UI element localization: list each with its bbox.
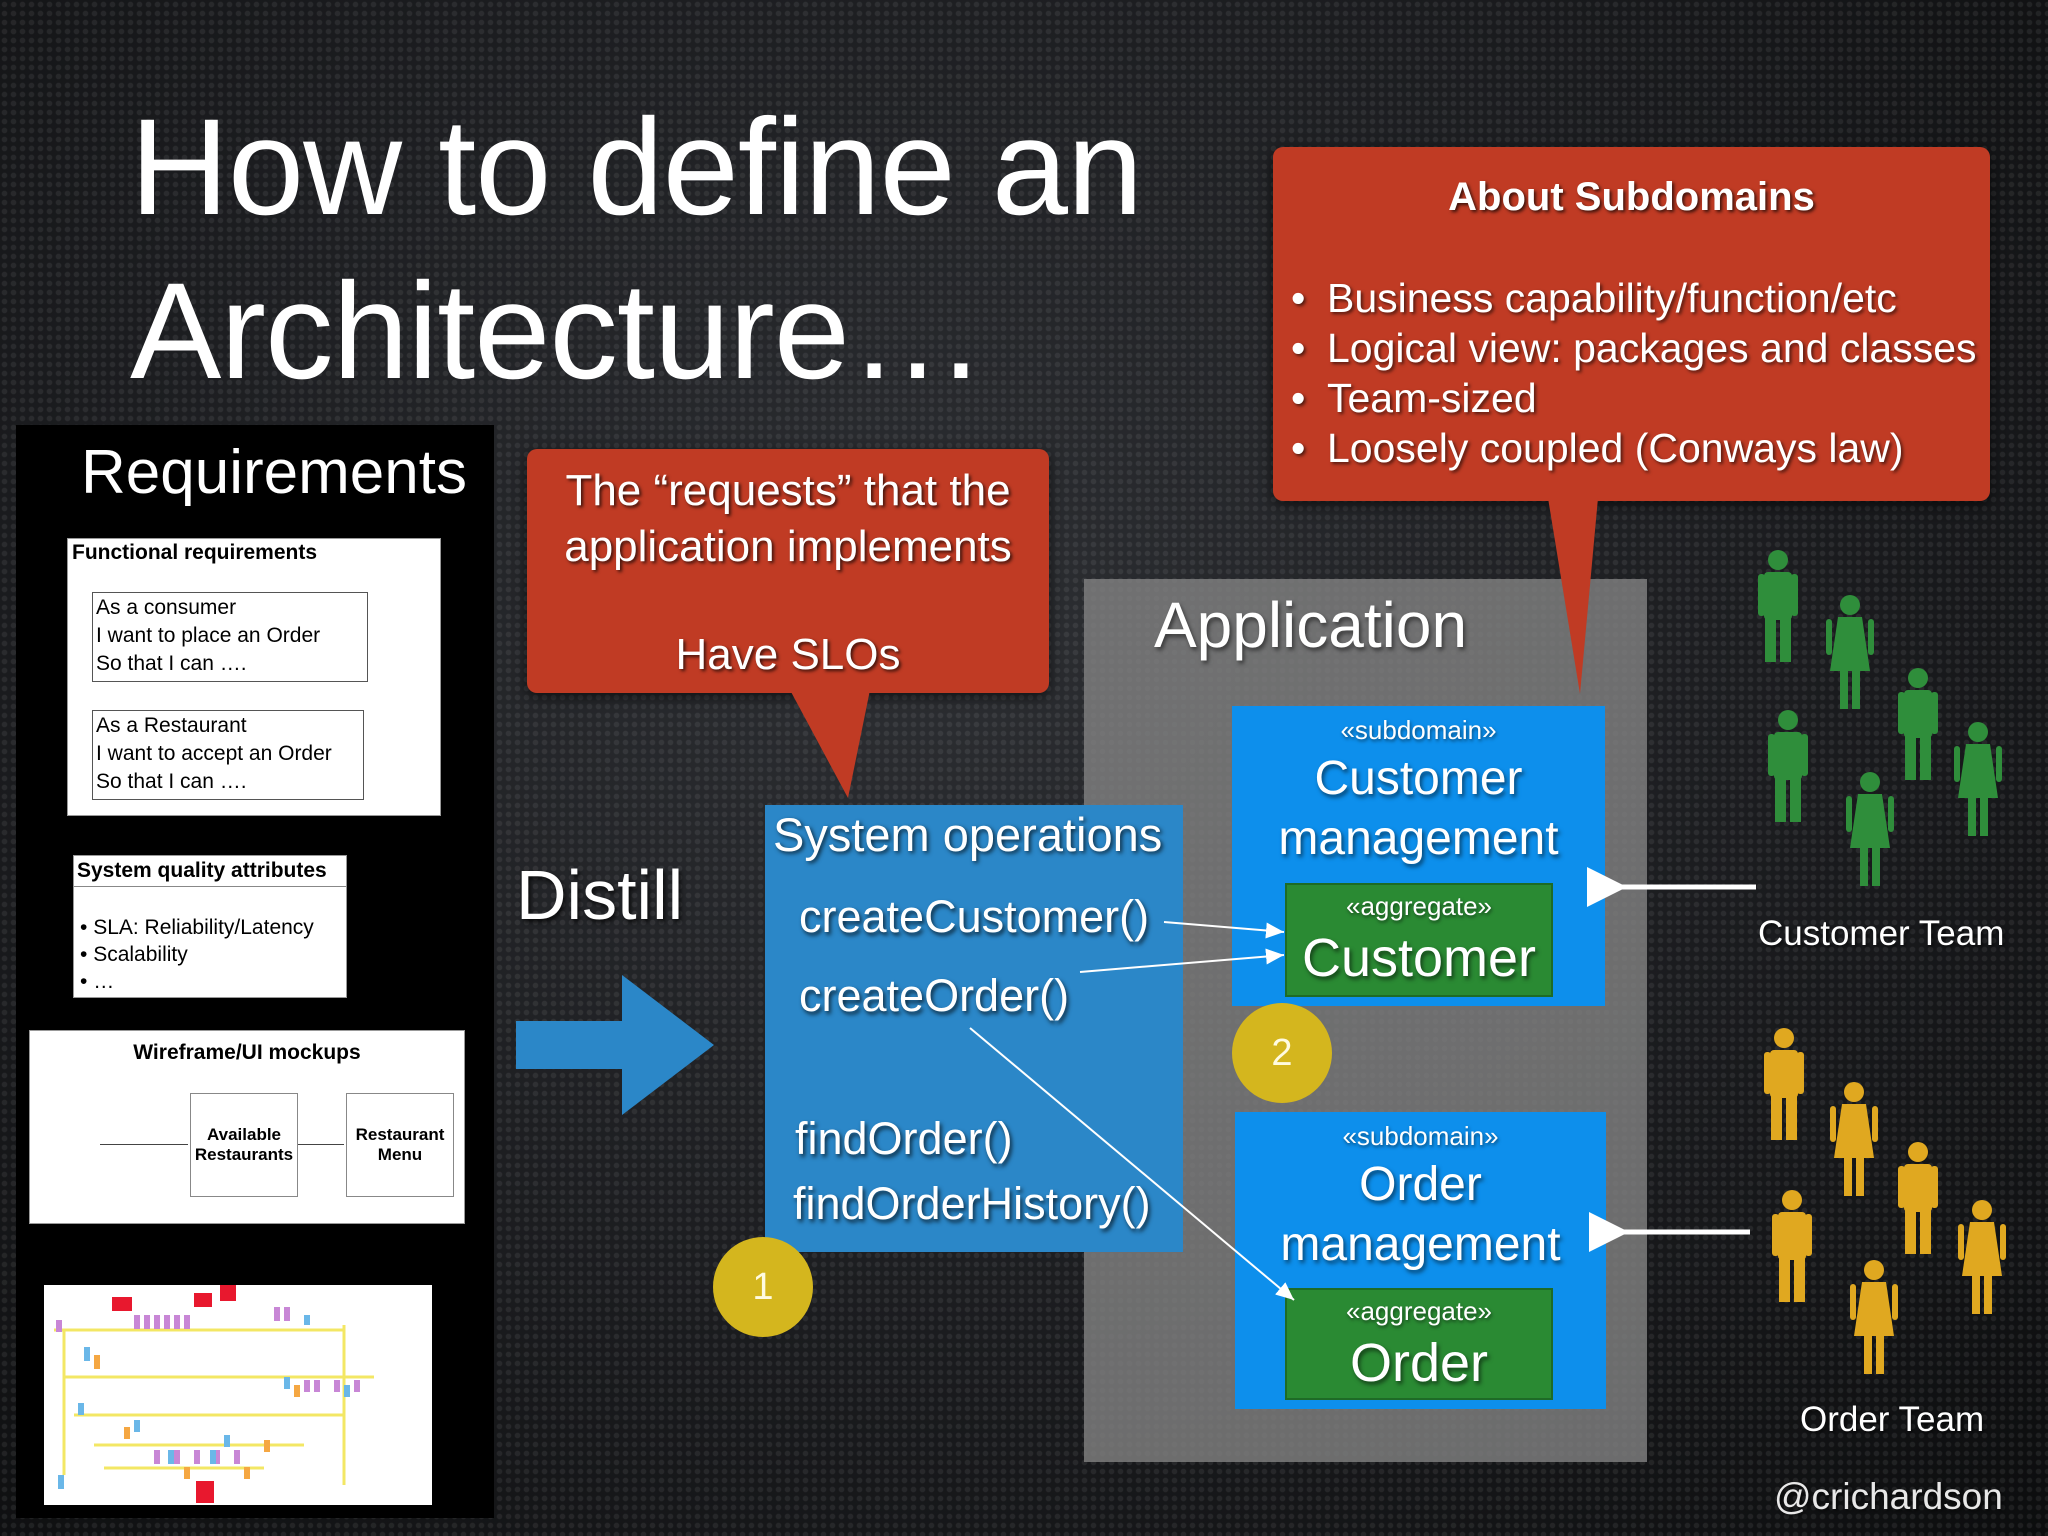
subdomains-callout: About Subdomains Business capability/fun… — [1273, 147, 1990, 501]
system-operations-title: System operations — [773, 808, 1163, 861]
wireframe-screen-restaurant-menu: Restaurant Menu — [346, 1093, 454, 1197]
aggregate-name: Order — [1349, 1333, 1489, 1393]
order-team-people-icon — [1764, 1028, 2006, 1374]
subdomain-stereotype: «subdomain» — [1340, 715, 1497, 745]
screen-label: Available — [206, 1125, 282, 1144]
story-line: I want to accept an Order — [96, 742, 332, 765]
slo-text: Have SLOs — [675, 630, 901, 679]
functional-requirements-heading: Functional requirements — [72, 541, 318, 564]
trace-diagram-image — [44, 1285, 432, 1505]
slide-title-line1: How to define an — [130, 91, 1143, 244]
aggregate-stereotype: «aggregate» — [1345, 891, 1493, 921]
requests-callout-tail — [790, 690, 870, 798]
subdomain-name-line: management — [1280, 1218, 1561, 1271]
subdomain-name: Customer management — [1232, 749, 1605, 869]
callout-line: application implements — [564, 522, 1012, 571]
author-handle: @crichardson — [1774, 1476, 2003, 1517]
step-badge-2: 2 — [1232, 1003, 1332, 1103]
subdomain-fact: Team-sized — [1287, 373, 1977, 423]
screen-label: Restaurants — [194, 1145, 294, 1164]
functional-requirements-box: Functional requirements As a consumer I … — [67, 538, 441, 816]
story-line: As a consumer — [96, 596, 237, 619]
wireframe-arrow — [298, 1144, 344, 1145]
order-team-label: Order Team — [1800, 1400, 1985, 1439]
trace-diagram-graphic — [54, 1285, 374, 1503]
quality-item: • … — [80, 970, 115, 993]
customer-team-label: Customer Team — [1758, 914, 2005, 953]
story-line: As a Restaurant — [96, 714, 247, 737]
screen-label: Menu — [377, 1145, 423, 1164]
story-line: So that I can …. — [96, 652, 247, 675]
subdomain-name-line: management — [1278, 812, 1559, 865]
quality-item: • SLA: Reliability/Latency — [80, 916, 314, 939]
quality-attributes-heading: System quality attributes — [74, 856, 346, 887]
operation-create-order: createOrder() — [799, 970, 1070, 1021]
requests-callout: The “requests” that the application impl… — [527, 449, 1049, 693]
subdomain-fact: Business capability/function/etc — [1287, 273, 1977, 323]
step-badge-1: 1 — [713, 1237, 813, 1337]
subdomains-callout-tail — [1548, 498, 1598, 694]
aggregate-name: Customer — [1301, 928, 1537, 988]
customer-subdomain: «subdomain» Customer management «aggrega… — [1232, 706, 1605, 1006]
wireframe-arrow — [100, 1144, 188, 1145]
wireframe-heading: Wireframe/UI mockups — [133, 1041, 361, 1064]
aggregate-stereotype: «aggregate» — [1345, 1296, 1493, 1326]
subdomain-fact: Loosely coupled (Conways law) — [1287, 423, 1977, 473]
subdomain-fact: Logical view: packages and classes — [1287, 323, 1977, 373]
wireframe-screen-available-restaurants: Available Restaurants — [190, 1093, 298, 1197]
subdomain-name-line: Order — [1359, 1158, 1482, 1211]
slide-title: How to define an Architecture… — [130, 86, 1270, 414]
operation-create-customer: createCustomer() — [799, 891, 1150, 942]
operation-find-order-history: findOrderHistory() — [793, 1178, 1151, 1229]
subdomains-callout-list: Business capability/function/etc Logical… — [1287, 273, 1977, 473]
callout-line: The “requests” that the — [565, 466, 1011, 515]
quality-attributes-box: System quality attributes • SLA: Reliabi… — [73, 855, 347, 998]
subdomains-callout-title: About Subdomains — [1448, 175, 1815, 219]
user-story-restaurant: As a Restaurant I want to accept an Orde… — [92, 710, 364, 800]
order-aggregate: «aggregate» Order — [1285, 1288, 1553, 1400]
subdomain-name: Order management — [1235, 1155, 1606, 1275]
distill-label: Distill — [516, 856, 684, 934]
order-subdomain: «subdomain» Order management «aggregate»… — [1235, 1112, 1606, 1409]
wireframe-box: Wireframe/UI mockups Available Restauran… — [29, 1030, 465, 1224]
screen-label: Restaurant — [355, 1125, 445, 1144]
requests-callout-text: The “requests” that the application impl… — [527, 463, 1049, 575]
subdomain-stereotype: «subdomain» — [1342, 1121, 1499, 1151]
subdomain-name-line: Customer — [1314, 752, 1523, 805]
system-operations-box: System operations createCustomer() creat… — [765, 805, 1183, 1252]
customer-team-people-icon — [1758, 550, 2002, 886]
story-line: So that I can …. — [96, 770, 247, 793]
distill-arrow-icon — [516, 975, 714, 1115]
operation-find-order: findOrder() — [795, 1113, 1013, 1164]
requirements-title: Requirements — [81, 438, 467, 507]
user-story-consumer: As a consumer I want to place an Order S… — [92, 592, 368, 682]
slide-title-line2: Architecture… — [130, 255, 986, 408]
story-line: I want to place an Order — [96, 624, 321, 647]
application-title: Application — [1153, 589, 1468, 661]
quality-attributes-list: • SLA: Reliability/Latency • Scalability… — [80, 914, 314, 995]
requirements-panel: Requirements Functional requirements As … — [16, 425, 494, 1518]
customer-aggregate: «aggregate» Customer — [1285, 883, 1553, 997]
quality-item: • Scalability — [80, 943, 188, 966]
